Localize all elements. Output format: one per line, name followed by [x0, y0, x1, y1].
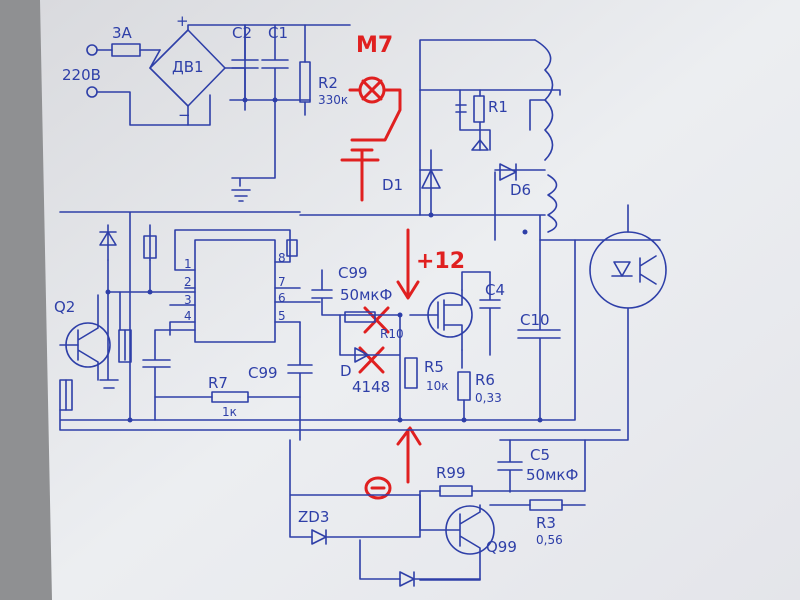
c1-label: C1 [268, 24, 288, 42]
r5-value: 10к [426, 379, 449, 393]
d-label: D [340, 362, 352, 380]
optocoupler [499, 204, 667, 441]
pin-6: 6 [278, 291, 286, 305]
r7-value: 1к [222, 405, 237, 419]
r7-label: R7 [208, 374, 228, 392]
pin-3: 3 [184, 293, 192, 307]
fuse-symbol [111, 43, 141, 57]
c99b-capacitor [287, 321, 313, 441]
minus-arrow [396, 426, 422, 484]
r10-resistor [344, 311, 376, 323]
c4-label: C4 [485, 281, 505, 299]
plus12-label: +12 [416, 249, 465, 274]
pin-4: 4 [184, 309, 192, 323]
pin-5: 5 [278, 309, 286, 323]
r2-value: 330к [318, 93, 348, 107]
d-diode [354, 347, 369, 363]
minus-circle [364, 476, 392, 500]
pin-1: 1 [184, 257, 192, 271]
pin-8: 8 [278, 251, 286, 265]
q99-transistor [419, 490, 495, 581]
pin-7: 7 [278, 275, 286, 289]
r5-resistor [404, 357, 418, 389]
mains-label: 220B [62, 66, 101, 84]
c5-label: C5 [530, 446, 550, 464]
plus12-arrow [396, 228, 420, 300]
pin-2: 2 [184, 275, 192, 289]
r6-label: R6 [475, 371, 495, 389]
ground-bus [59, 239, 621, 431]
ground-symbol [231, 99, 276, 202]
d6-diode [499, 163, 517, 181]
r5-label: R5 [424, 358, 444, 376]
c10-capacitor [517, 239, 561, 421]
q2-label: Q2 [54, 298, 75, 316]
r10-label: R10 [380, 327, 404, 341]
c99a-value: 50мкФ [340, 286, 392, 304]
r99-label: R99 [436, 464, 466, 482]
c5-capacitor [497, 439, 523, 493]
bridge-label: ДВ1 [172, 58, 204, 76]
zd3-label: ZD3 [298, 508, 329, 526]
c2-label: C2 [232, 24, 252, 42]
paper-sheet [40, 0, 800, 600]
q99-label: Q99 [486, 538, 517, 556]
r2-label: R2 [318, 74, 338, 92]
controller-ic [194, 239, 276, 343]
r3-value: 0,56 [536, 533, 563, 547]
pin8-resistor [286, 239, 298, 257]
r1-resistor [473, 95, 485, 123]
c4-capacitor [479, 271, 501, 356]
fuse-label: 3A [112, 24, 133, 42]
c99a-label: C99 [338, 264, 368, 282]
q2-transistor [59, 294, 111, 411]
minus-label: − [178, 106, 191, 124]
c99b-label: C99 [248, 364, 278, 382]
d1-label: D1 [382, 176, 403, 194]
r6-value: 0,33 [475, 391, 502, 405]
r1-label: R1 [488, 98, 508, 116]
r1-capacitor [455, 104, 467, 113]
d6-label: D6 [510, 181, 531, 199]
mains-input [86, 43, 211, 126]
d-value: 4148 [352, 378, 390, 396]
ic-loop [174, 229, 291, 271]
plus-label: + [176, 12, 189, 30]
mosfet [409, 271, 491, 369]
left-network [59, 211, 301, 421]
lamp-annotation [340, 76, 402, 202]
c5-value: 50мкФ [526, 466, 578, 484]
c10-label: C10 [520, 311, 550, 329]
r1-diode [471, 139, 489, 151]
r3-label: R3 [536, 514, 556, 532]
transformer [419, 39, 561, 233]
lamp-label: M7 [356, 33, 393, 58]
c99a-capacitor [311, 269, 401, 316]
